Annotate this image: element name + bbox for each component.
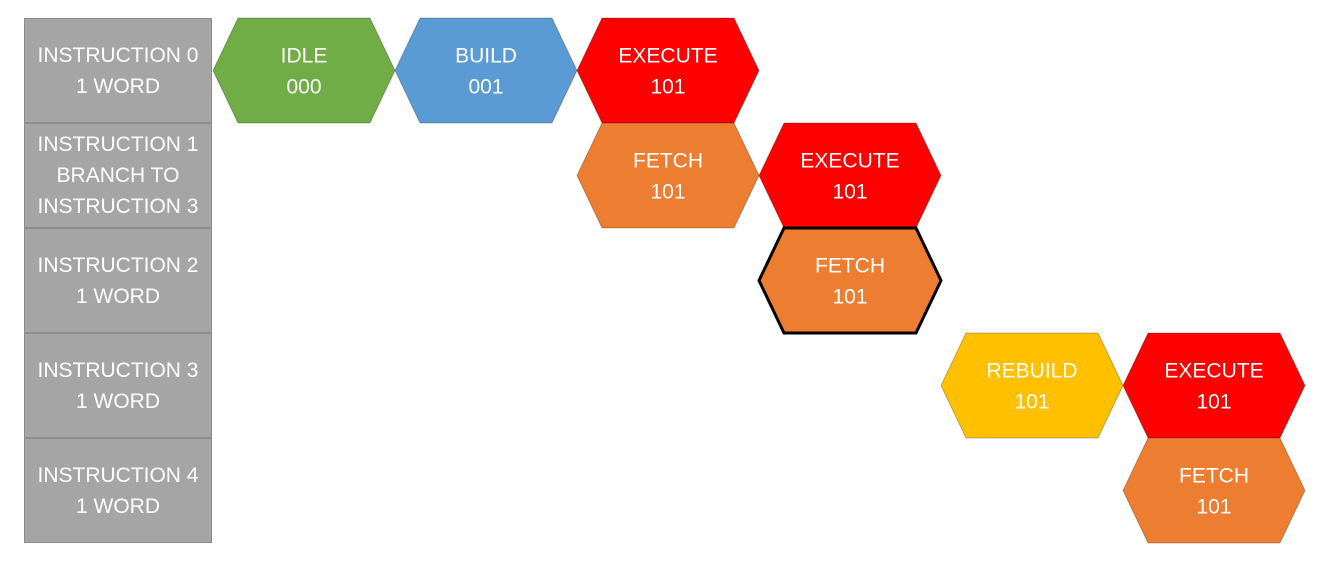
instruction-label-0: INSTRUCTION 0 1 WORD <box>24 18 212 123</box>
instruction-label-line: INSTRUCTION 1 <box>37 133 199 156</box>
stage-code: 101 <box>1196 391 1231 414</box>
stage-name: IDLE <box>281 45 328 68</box>
instruction-label-line: INSTRUCTION 4 <box>37 463 199 487</box>
stage-code: 001 <box>468 76 503 99</box>
instruction-label-line: 1 WORD <box>76 284 160 308</box>
stage-fetch-8: FETCH 101 <box>1122 437 1306 544</box>
stage-hexagon <box>576 17 760 124</box>
stage-hexagon <box>1122 332 1306 439</box>
instruction-label-line: INSTRUCTION 0 <box>37 43 199 67</box>
stage-name: EXECUTE <box>1164 360 1263 383</box>
instruction-label-line: INSTRUCTION 2 <box>37 253 199 277</box>
stage-fetch-5: FETCH 101 <box>757 226 943 335</box>
stage-hexagon <box>212 17 396 124</box>
stage-hexagon <box>758 122 942 229</box>
stage-execute-2: EXECUTE 101 <box>576 17 760 124</box>
instruction-label-line: INSTRUCTION 3 <box>37 358 199 382</box>
stage-hexagon <box>1122 437 1306 544</box>
stage-fetch-3: FETCH 101 <box>576 122 760 229</box>
stage-name: BUILD <box>455 45 517 68</box>
instruction-label-line: INSTRUCTION 3 <box>37 195 199 218</box>
stage-code: 101 <box>832 181 867 204</box>
stage-name: FETCH <box>1179 465 1249 488</box>
stage-execute-4: EXECUTE 101 <box>758 122 942 229</box>
stage-name: FETCH <box>633 150 703 173</box>
stage-name: EXECUTE <box>618 45 717 68</box>
stage-hexagon <box>394 17 578 124</box>
instruction-label-line: 1 WORD <box>76 74 160 98</box>
stage-idle-0: IDLE 000 <box>212 17 396 124</box>
stage-name: REBUILD <box>986 360 1077 383</box>
instruction-label-3: INSTRUCTION 3 1 WORD <box>24 333 212 438</box>
stage-rebuild-6: REBUILD 101 <box>940 332 1124 439</box>
instruction-label-4: INSTRUCTION 4 1 WORD <box>24 438 212 543</box>
instruction-label-line: BRANCH TO <box>56 164 180 187</box>
stage-hexagon <box>576 122 760 229</box>
stage-code: 000 <box>286 76 321 99</box>
instruction-label-1: INSTRUCTION 1 BRANCH TO INSTRUCTION 3 <box>24 123 212 228</box>
instruction-label-2: INSTRUCTION 2 1 WORD <box>24 228 212 333</box>
stage-code: 101 <box>650 76 685 99</box>
stage-hexagon <box>940 332 1124 439</box>
stage-code: 101 <box>832 286 867 309</box>
stage-hexagon <box>757 226 943 335</box>
stage-code: 101 <box>1014 391 1049 414</box>
stage-name: EXECUTE <box>800 150 899 173</box>
stage-code: 101 <box>650 181 685 204</box>
stage-execute-7: EXECUTE 101 <box>1122 332 1306 439</box>
stage-name: FETCH <box>815 255 885 278</box>
instruction-label-line: 1 WORD <box>76 389 160 413</box>
stage-code: 101 <box>1196 496 1231 519</box>
instruction-label-line: 1 WORD <box>76 494 160 518</box>
stage-build-1: BUILD 001 <box>394 17 578 124</box>
